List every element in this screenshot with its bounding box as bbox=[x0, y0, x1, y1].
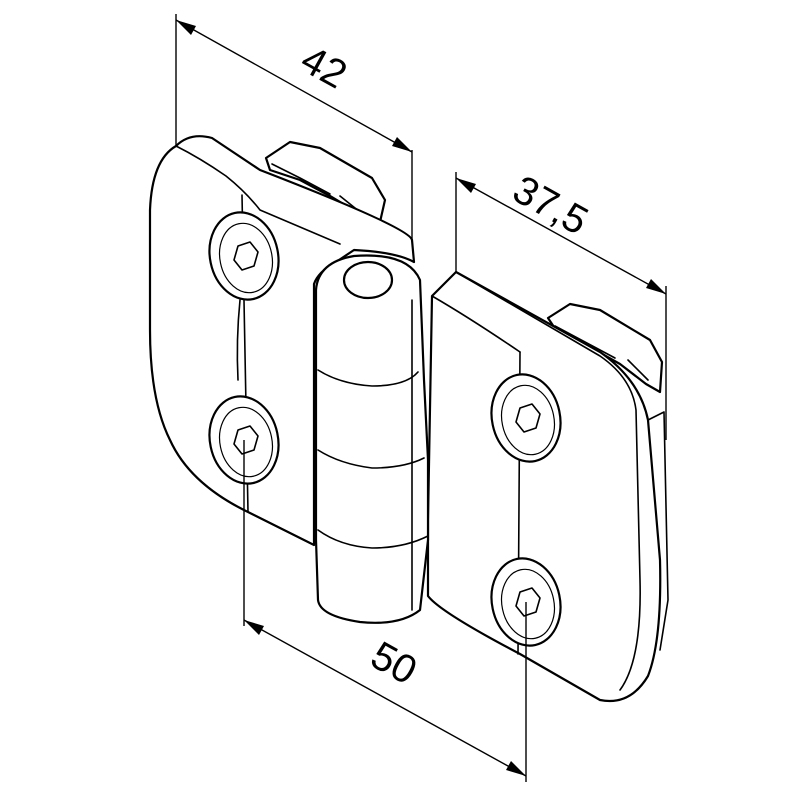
knuckle-pin-end bbox=[342, 260, 394, 300]
hinge-knuckle bbox=[314, 254, 430, 624]
hex-socket-icon bbox=[233, 241, 259, 271]
hex-socket-icon bbox=[515, 403, 541, 433]
dimension-label-50: 50 bbox=[364, 633, 424, 693]
dimension-label-37-5: 37,5 bbox=[506, 167, 595, 243]
right-hinge-leaf bbox=[426, 270, 669, 703]
screw-left-top bbox=[208, 211, 280, 301]
dimension-label-42: 42 bbox=[294, 37, 354, 97]
screw-right-top bbox=[490, 373, 562, 463]
hex-socket-icon bbox=[233, 425, 259, 455]
hex-socket-icon bbox=[515, 587, 541, 617]
